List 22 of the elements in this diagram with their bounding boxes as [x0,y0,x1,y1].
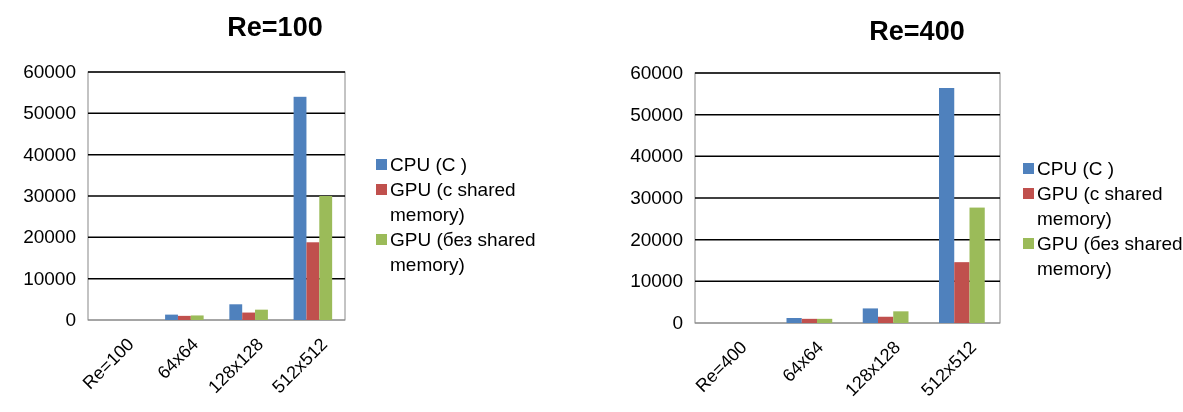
axis-tick-label: 0 [64,310,76,330]
axis-tick-label: 10000 [22,268,76,289]
axis-tick-label: 40000 [629,146,683,167]
axis-tick-label: 50000 [629,104,683,125]
legend-label: GPU (без shared memory) [1037,232,1183,281]
axis-tick-label: 50000 [22,103,76,124]
axis-tick-label: 60000 [629,63,683,83]
axis-tick-label: 30000 [629,188,683,208]
axis-tick-label: 10000 [629,271,683,292]
legend-label: GPU (с shared memory) [1037,182,1164,231]
chart-title: Re=100 [226,12,324,43]
legend-label: GPU (с shared memory) [390,178,517,227]
axis-tick-label: 60000 [22,62,76,82]
axis-tick-label: 20000 [22,227,76,248]
chart-title: Re=400 [868,16,966,47]
axis-tick-label: 30000 [22,186,76,206]
legend-label: GPU (без shared memory) [390,228,537,277]
legend-label: CPU (C ) [1037,157,1115,181]
axis-tick-label: 40000 [22,144,76,165]
axis-tick-label: 20000 [629,229,683,250]
legend-label: CPU (C ) [390,153,468,177]
axis-tick-label: 0 [671,313,683,333]
